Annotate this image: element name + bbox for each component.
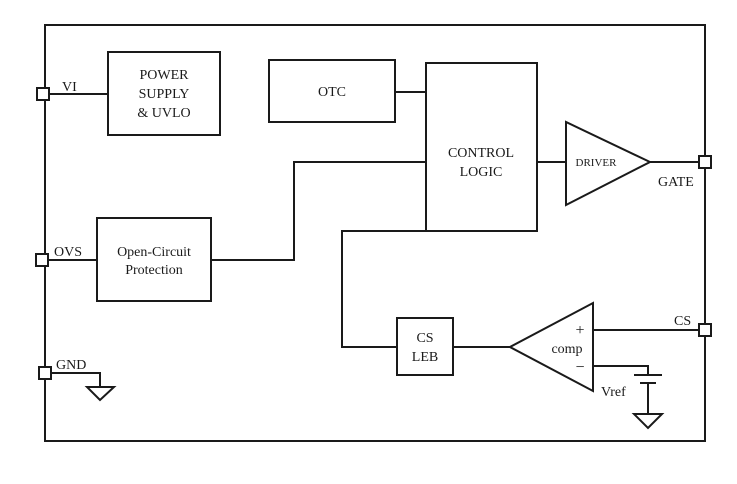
open-circuit-protection-block: Open-Circuit Protection: [96, 217, 212, 302]
svg-text:Protection: Protection: [125, 263, 183, 278]
minus-sign: −: [575, 359, 584, 376]
pin-label-gnd: GND: [56, 358, 86, 373]
svg-text:Open-Circuit: Open-Circuit: [117, 245, 191, 260]
wires: [45, 91, 705, 413]
svg-text:OTC: OTC: [318, 85, 346, 100]
pin-label-gate: GATE: [658, 175, 694, 190]
pin-label-cs: CS: [674, 314, 691, 329]
pin-gnd: [38, 366, 52, 380]
cs-leb-block: CS LEB: [396, 317, 454, 376]
power-supply-uvlo-block: POWER SUPPLY & UVLO: [107, 51, 221, 136]
comparator: + comp −: [507, 301, 594, 393]
pin-cs: [698, 323, 712, 337]
svg-text:Vref: Vref: [601, 385, 626, 400]
control-logic-block: CONTROL LOGIC: [425, 62, 538, 232]
pin-label-vi: VI: [62, 80, 77, 95]
pin-vi: [36, 87, 50, 101]
chip-outline: [44, 24, 706, 442]
ground-icon: [84, 386, 117, 402]
pin-gate: [698, 155, 712, 169]
svg-text:SUPPLY: SUPPLY: [139, 87, 190, 102]
svg-text:DRIVER: DRIVER: [576, 157, 618, 169]
svg-text:& UVLO: & UVLO: [137, 106, 190, 121]
svg-text:comp: comp: [551, 342, 582, 357]
svg-text:LEB: LEB: [412, 350, 438, 365]
plus-sign: +: [575, 322, 584, 339]
pin-label-ovs: OVS: [54, 245, 82, 260]
svg-text:CONTROL: CONTROL: [448, 146, 514, 161]
svg-text:CS: CS: [416, 331, 433, 346]
vref-source: Vref: [601, 374, 662, 400]
svg-text:POWER: POWER: [140, 68, 190, 83]
svg-text:LOGIC: LOGIC: [460, 165, 503, 180]
otc-block: OTC: [268, 59, 396, 123]
pin-ovs: [35, 253, 49, 267]
ground-icon: [631, 413, 665, 430]
driver-block: DRIVER: [565, 120, 653, 207]
